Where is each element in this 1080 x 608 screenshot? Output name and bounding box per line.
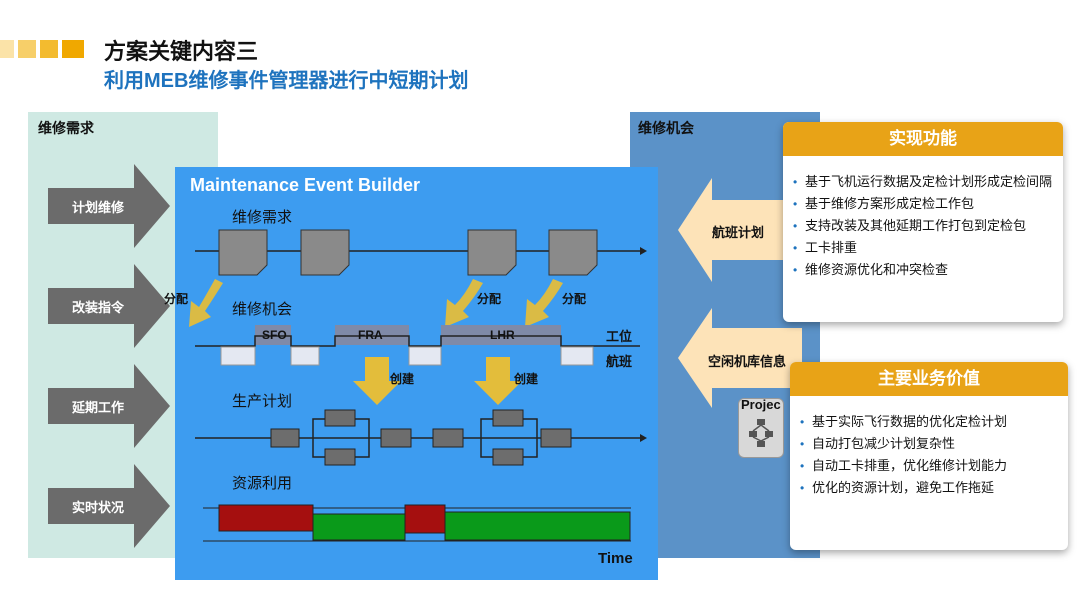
bar-sfo [255, 325, 291, 345]
create-label: 创建 [514, 372, 539, 386]
value-item: 基于实际飞行数据的优化定检计划 [800, 414, 1060, 430]
task-block [492, 448, 524, 466]
assign-label: 分配 [477, 292, 502, 306]
task-block [432, 428, 464, 448]
right-arrow-flight [678, 178, 802, 282]
meb-diagram [189, 229, 647, 542]
arrow-shape [48, 264, 170, 348]
page-subtitle: 利用MEB维修事件管理器进行中短期计划 [104, 70, 469, 92]
flight-block [290, 346, 320, 366]
project-icon[interactable]: Projec [738, 397, 784, 458]
arrow-label-deferred: 延期工作 [71, 400, 124, 415]
bar-fra [335, 325, 409, 345]
task-block [540, 428, 572, 448]
section-resource-label: 资源利用 [232, 475, 293, 492]
arrow-shape [48, 364, 170, 448]
bar-lhr [441, 325, 561, 345]
right-panel-label: 维修机会 [638, 120, 694, 136]
flight-block [408, 346, 442, 366]
card-functions: 实现功能 基于飞机运行数据及定检计划形成定检间隔 基于维修方案形成定检工作包 支… [783, 122, 1063, 322]
bar-label-lhr: LHR [490, 328, 515, 342]
meb-title: Maintenance Event Builder [190, 175, 421, 195]
task-block [324, 448, 356, 466]
section-production-label: 生产计划 [232, 393, 293, 410]
card-functions-title: 实现功能 [783, 122, 1063, 156]
assign-arrow [189, 279, 223, 327]
arrow-label-hangar-info: 空闲机库信息 [708, 354, 787, 369]
demand-doc [467, 229, 517, 276]
section-opportunity-label: 维修机会 [232, 301, 293, 318]
arrow-label-modification: 改装指令 [71, 300, 124, 315]
function-item: 维修资源优化和冲突检查 [793, 262, 1055, 278]
resource-block-red [404, 504, 446, 534]
resource-block-red [218, 504, 314, 532]
demand-doc [300, 229, 350, 276]
arrow-shape [48, 464, 170, 548]
project-label: Projec [741, 397, 781, 412]
task-block [380, 428, 412, 448]
task-block [270, 428, 300, 448]
resource-block-green [312, 513, 406, 541]
value-item: 优化的资源计划，避免工作拖延 [800, 480, 1060, 496]
bar-label-sfo: SFO [262, 328, 287, 342]
card-values: 主要业务价值 基于实际飞行数据的优化定检计划 自动打包减少计划复杂性 自动工卡排… [790, 362, 1068, 550]
left-arrows [48, 164, 170, 548]
task-block [492, 409, 524, 427]
value-item: 自动工卡排重，优化维修计划能力 [800, 458, 1060, 474]
function-item: 基于飞机运行数据及定检计划形成定检间隔 [793, 174, 1055, 190]
arrow-label-planned: 计划维修 [71, 200, 124, 215]
arrow-label-flight-plan: 航班计划 [712, 225, 765, 240]
arrow-shape [48, 164, 170, 248]
demand-doc [548, 229, 598, 276]
time-label: Time [598, 550, 633, 567]
flight-block [220, 346, 256, 366]
card-values-title: 主要业务价值 [790, 362, 1068, 396]
resource-block-green [444, 511, 631, 541]
hierarchy-icon [749, 419, 773, 447]
value-item: 自动打包减少计划复杂性 [800, 436, 1060, 452]
assign-arrow [445, 279, 483, 327]
page-title: 方案关键内容三 [104, 39, 259, 64]
title-decoration [0, 40, 100, 58]
function-item: 支持改装及其他延期工作打包到定检包 [793, 218, 1055, 234]
assign-arrow [525, 279, 563, 327]
demand-doc [218, 229, 268, 276]
bar-label-fra: FRA [358, 328, 383, 342]
flight-block [560, 346, 594, 366]
assign-label: 分配 [164, 292, 189, 306]
work-position-label: 工位 [606, 329, 633, 344]
create-arrow [474, 357, 522, 405]
assign-label: 分配 [562, 292, 587, 306]
function-item: 工卡排重 [793, 240, 1055, 256]
arrow-label-realtime: 实时状况 [71, 500, 124, 515]
create-arrow [353, 357, 401, 405]
flight-label: 航班 [606, 354, 633, 369]
task-block [324, 409, 356, 427]
right-arrow-hangar [678, 308, 802, 408]
section-demand-label: 维修需求 [232, 209, 293, 226]
function-item: 基于维修方案形成定检工作包 [793, 196, 1055, 212]
flight-line [195, 335, 595, 347]
left-panel-label: 维修需求 [38, 120, 94, 136]
create-label: 创建 [390, 372, 415, 386]
